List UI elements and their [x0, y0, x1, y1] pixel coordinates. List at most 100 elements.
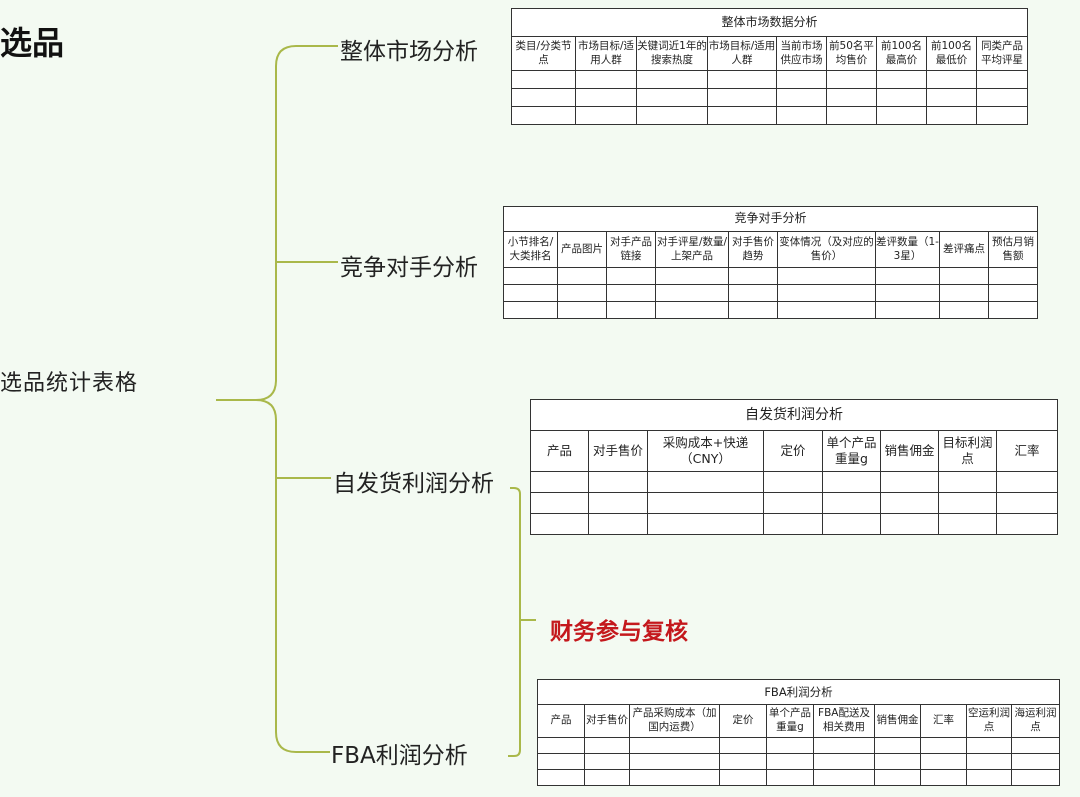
table-cell [939, 267, 989, 285]
table-cell [822, 513, 881, 535]
table-cell [874, 769, 921, 786]
column-header: 同类产品平均评星 [975, 36, 1029, 71]
table-row [537, 769, 1060, 786]
column-header: 销售佣金 [874, 704, 921, 738]
table-cell [728, 267, 778, 285]
table-cell [813, 769, 875, 786]
column-header: 定价 [719, 704, 767, 738]
table-cell [647, 513, 764, 535]
column-header: 产品 [530, 430, 589, 472]
table-cell [636, 106, 708, 125]
table-cell [719, 737, 767, 754]
table-cell [975, 70, 1029, 89]
table-cell [629, 769, 720, 786]
column-header: 产品采购成本（加国内运费） [629, 704, 720, 738]
branch-node-competitor-analysis: 竞争对手分析 [340, 255, 478, 281]
table-cell [939, 301, 989, 319]
table-cell [629, 737, 720, 754]
table-cell [826, 88, 877, 107]
column-header: 对手售价 [588, 430, 648, 472]
table-cell [996, 471, 1058, 493]
table-cell [557, 267, 607, 285]
column-header: 空运利润点 [966, 704, 1012, 738]
table-row [537, 753, 1060, 770]
table-cell [584, 753, 630, 770]
branch-node-market-analysis: 整体市场分析 [340, 39, 478, 65]
column-header: 前100名最高价 [876, 36, 927, 71]
column-header: 前100名最低价 [926, 36, 977, 71]
table-cell [926, 106, 977, 125]
table-cell [826, 70, 877, 89]
page-title: 选品 [0, 24, 65, 62]
column-header: 当前市场供应市场 [776, 36, 827, 71]
table-cell [975, 88, 1029, 107]
table-cell [926, 70, 977, 89]
table-cell [530, 492, 589, 514]
table-title: 整体市场数据分析 [510, 8, 1029, 37]
column-header: 差评痛点 [939, 231, 989, 268]
table-cell [822, 492, 881, 514]
mindmap-root-node: 选品统计表格 [0, 371, 139, 396]
column-header: 对手售价 [584, 704, 630, 738]
column-header: 对手售价趋势 [728, 231, 778, 268]
column-header: 产品图片 [557, 231, 607, 268]
table-cell [920, 769, 967, 786]
table-cell [629, 753, 720, 770]
column-header: 汇率 [920, 704, 967, 738]
table-row [511, 70, 1029, 89]
table-cell [926, 88, 977, 107]
table-cell [826, 106, 877, 125]
table-row [503, 301, 1039, 319]
table-cell [776, 106, 827, 125]
column-header: 预估月销售额 [987, 231, 1039, 268]
table-cell [503, 284, 558, 302]
table-row [503, 284, 1039, 302]
competitor-table: 竞争对手分析小节排名/大类排名产品图片对手产品链接对手评星/数量/上架产品对手售… [502, 206, 1039, 319]
table-row [530, 471, 1058, 493]
branch-node-fba-profit: FBA利润分析 [331, 743, 468, 769]
column-header: 小节排名/大类排名 [503, 231, 558, 268]
column-header: 海运利润点 [1011, 704, 1060, 738]
table-cell [876, 88, 927, 107]
column-header: 产品 [537, 704, 585, 738]
table-cell [707, 106, 777, 125]
table-cell [503, 301, 558, 319]
column-header: 采购成本+快递（CNY） [647, 430, 764, 472]
table-row [511, 88, 1029, 107]
column-header: 目标利润点 [938, 430, 997, 472]
column-header: 市场目标/适用人群 [707, 36, 777, 71]
table-cell [938, 513, 997, 535]
column-header: 前50名平均售价 [826, 36, 877, 71]
table-cell [636, 88, 708, 107]
table-cell [975, 106, 1029, 125]
branch-node-self-ship-profit: 自发货利润分析 [333, 471, 494, 497]
table-cell [763, 492, 823, 514]
table-cell [647, 492, 764, 514]
table-cell [584, 737, 630, 754]
table-cell [655, 284, 729, 302]
table-cell [511, 106, 576, 125]
connector-root-bracket-lower [255, 399, 330, 753]
column-header: 汇率 [996, 430, 1058, 472]
table-row [530, 513, 1058, 535]
table-cell [606, 267, 656, 285]
table-cell [530, 513, 589, 535]
table-cell [588, 513, 648, 535]
table-cell [987, 301, 1039, 319]
table-cell [777, 301, 876, 319]
table-cell [606, 301, 656, 319]
table-cell [996, 513, 1058, 535]
table-cell [880, 492, 939, 514]
table-cell [588, 492, 648, 514]
table-cell [766, 737, 814, 754]
column-header: 类目/分类节点 [511, 36, 576, 71]
connector-sub-bracket [508, 487, 526, 757]
table-cell [636, 70, 708, 89]
table-cell [966, 769, 1012, 786]
column-header: 单个产品重量g [822, 430, 881, 472]
table-cell [655, 301, 729, 319]
table-cell [880, 471, 939, 493]
table-row [511, 106, 1029, 125]
